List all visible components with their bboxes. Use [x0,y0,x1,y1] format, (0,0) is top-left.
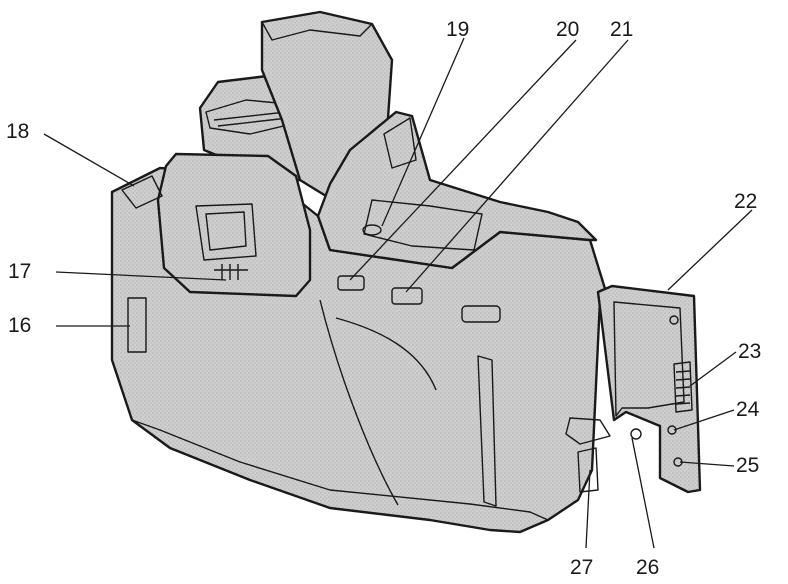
slider-grip [675,370,691,405]
film-window-label [127,297,147,353]
callout-27: 27 [570,556,593,579]
leader-19 [381,37,465,227]
leader-27 [585,469,591,549]
viewfinder-window [195,203,257,261]
callout-17: 17 [8,260,31,283]
leader-17 [55,271,227,281]
control-wheel-top-left[interactable] [121,175,163,209]
side-door [565,284,702,494]
camera-bottom-edge [131,419,549,533]
side-terminal[interactable] [577,447,599,493]
callout-18: 18 [6,120,29,143]
port-socket [630,428,642,440]
back-contour-line [319,299,399,506]
viewfinder-inner [205,211,247,251]
callout-16: 16 [8,314,31,337]
side-door-slider[interactable] [673,361,693,413]
grip-contour-line [335,317,437,391]
back-door-edge [477,355,497,507]
back-button-far-right[interactable] [461,305,501,323]
hot-shoe-rails [213,111,289,127]
eyepiece-assembly [121,152,312,298]
callout-22: 22 [734,190,757,213]
eyecup [156,152,312,298]
popup-flash-front [261,11,373,41]
eye-start-sensors [214,264,248,280]
mode-dial-knob[interactable] [362,224,382,236]
leader-24 [673,409,735,431]
top-lcd-panel [363,199,483,251]
side-door-panel [596,284,702,494]
leader-23 [689,351,737,387]
leader-25 [679,461,735,467]
callout-24: 24 [736,398,760,421]
leader-20 [349,39,577,281]
leader-lines [43,37,753,549]
leader-21 [405,39,629,293]
leader-18 [43,133,135,187]
front-control-dial[interactable] [383,117,417,169]
back-button-right[interactable] [391,287,423,305]
callout-21: 21 [610,18,633,41]
back-buttons [337,275,501,323]
top-plate [198,10,598,270]
leader-26 [631,437,655,549]
callout-labels: 18 19 20 21 22 23 24 25 17 16 27 26 [6,18,761,579]
callout-26: 26 [636,556,659,579]
leader-22 [667,209,753,291]
callout-23: 23 [738,340,761,363]
back-button-left[interactable] [337,275,365,291]
door-hinge-clip [565,417,611,445]
callout-20: 20 [556,18,579,41]
callout-25: 25 [736,454,759,477]
callout-19: 19 [446,18,469,41]
panel-screw-top [669,315,679,325]
side-door-inner-panel [613,301,685,417]
